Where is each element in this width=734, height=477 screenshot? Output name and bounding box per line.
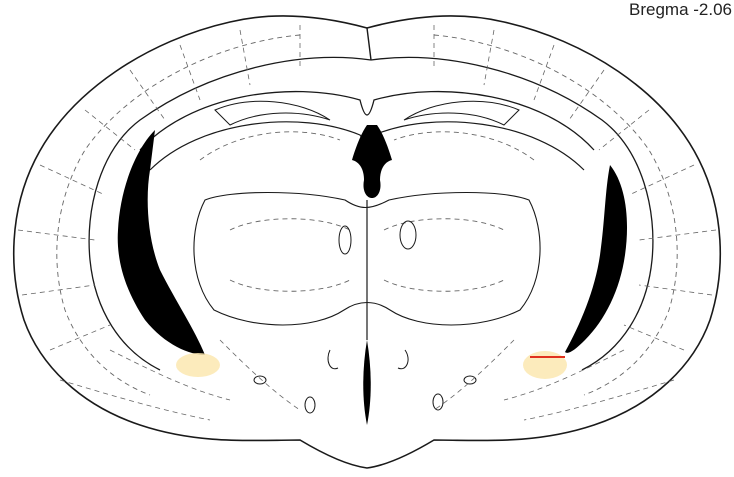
lateral-ventricle-left (118, 130, 205, 355)
bregma-label: Bregma -2.06 (629, 0, 732, 20)
lower-ventricle (363, 340, 371, 425)
midline-top (367, 28, 371, 60)
third-ventricle (352, 125, 392, 198)
hippocampus-inner-right (394, 132, 534, 160)
highlight-left (176, 353, 220, 377)
highlight-right (523, 351, 567, 379)
dentate-right (404, 101, 519, 125)
hippocampus-inner-left (200, 132, 340, 160)
dentate-left (215, 101, 330, 125)
lateral-ventricle-right (565, 165, 627, 353)
